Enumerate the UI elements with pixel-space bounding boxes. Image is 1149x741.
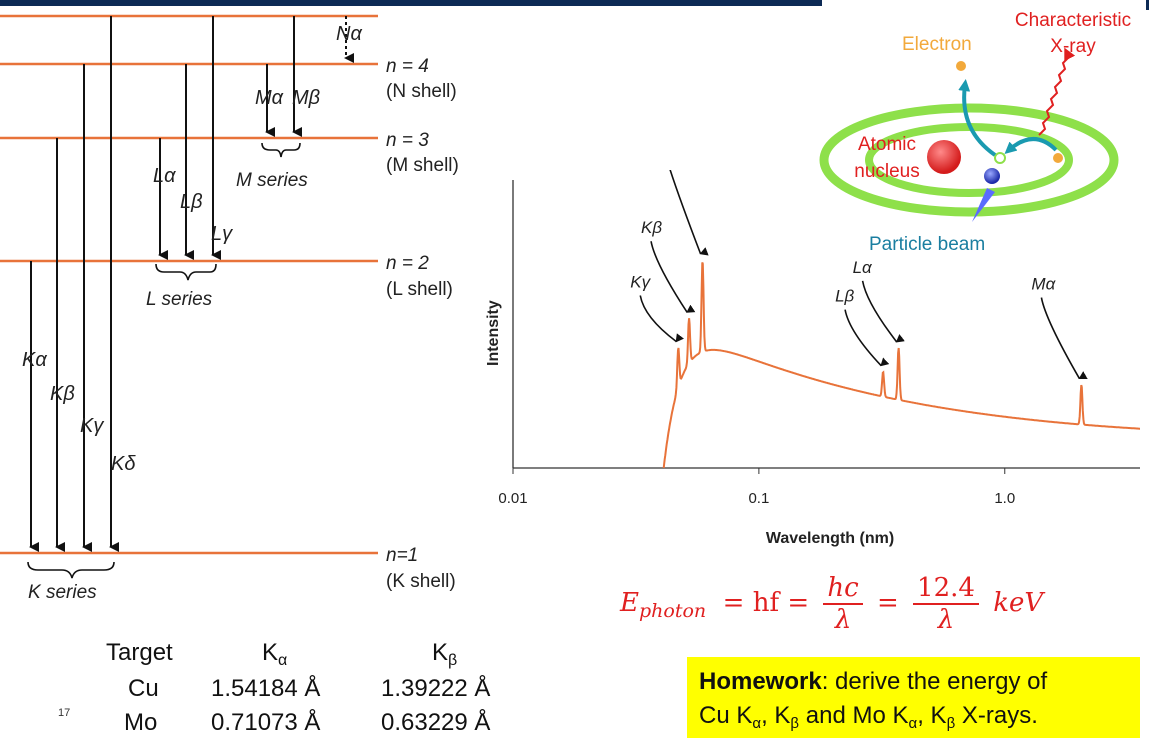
peak-label: Lβ — [835, 287, 854, 306]
homework-subscript: β — [790, 715, 799, 732]
incident-particle — [984, 168, 1000, 184]
peak-arrow — [845, 310, 881, 366]
formula-hf: = hf = — [714, 588, 809, 618]
slide-number: 17 — [58, 707, 70, 719]
fraction2-numerator: 12.4 — [913, 573, 979, 605]
table-header-k-alpha: Kα — [262, 639, 287, 670]
fraction1-denominator: λ — [823, 605, 862, 635]
particle-beam-label: Particle beam — [869, 234, 985, 255]
x-tick-label: 0.1 — [748, 490, 769, 507]
ejected-electron — [956, 61, 966, 71]
wavelength-table: Target Kα Kβ Cu 1.54184 Å 1.39222 Å Mo 0… — [0, 0, 560, 738]
formula-lhs: E — [620, 588, 639, 618]
formula-lhs-sub: photon — [639, 600, 706, 622]
outer-electron — [1053, 153, 1063, 163]
homework-box: Homework: derive the energy of Cu Kα, Kβ… — [687, 657, 1140, 738]
homework-line1: Homework: derive the energy of — [699, 665, 1128, 699]
table-row-mo-target: Mo — [124, 709, 157, 737]
ejected-electron-arrow — [964, 85, 995, 155]
homework-subscript: β — [947, 715, 956, 732]
homework-subscript: α — [909, 715, 918, 732]
spectrum-curve — [664, 262, 1140, 468]
table-row-cu-k-alpha: 1.54184 Å — [211, 675, 320, 703]
homework-line1-rest: : derive the energy of — [822, 668, 1047, 695]
electron-label: Electron — [902, 34, 972, 55]
formula-hf-text: = hf = — [723, 588, 809, 618]
formula-unit: keV — [993, 588, 1043, 618]
fraction2-denominator: λ — [913, 605, 979, 635]
peak-label: Kβ — [641, 218, 662, 237]
peak-label: Kγ — [630, 273, 651, 292]
peak-arrow — [651, 241, 687, 312]
peak-arrow — [663, 170, 701, 254]
table-header-k-beta: Kβ — [432, 639, 457, 670]
table-row-mo-k-alpha: 0.71073 Å — [211, 709, 320, 737]
table-row-cu-k-beta: 1.39222 Å — [381, 675, 490, 703]
formula-equals: = — [877, 588, 899, 618]
peak-arrow — [1041, 298, 1079, 379]
homework-subscript: α — [752, 715, 761, 732]
atomic-nucleus-sphere — [927, 140, 961, 174]
fraction1-numerator: hc — [823, 573, 862, 605]
peak-arrow — [640, 296, 676, 342]
homework-bold: Homework — [699, 668, 822, 695]
table-header-target: Target — [106, 639, 173, 667]
x-axis-label: Wavelength (nm) — [766, 530, 894, 547]
x-tick-label: 1.0 — [994, 490, 1015, 507]
homework-line2: Cu Kα, Kβ and Mo Kα, Kβ X-rays. — [699, 699, 1128, 741]
vacancy-dot — [995, 153, 1005, 163]
table-row-mo-k-beta: 0.63229 Å — [381, 709, 490, 737]
peak-arrow — [863, 281, 897, 342]
table-row-cu-target: Cu — [128, 675, 159, 703]
peak-label: Mα — [1031, 275, 1056, 294]
